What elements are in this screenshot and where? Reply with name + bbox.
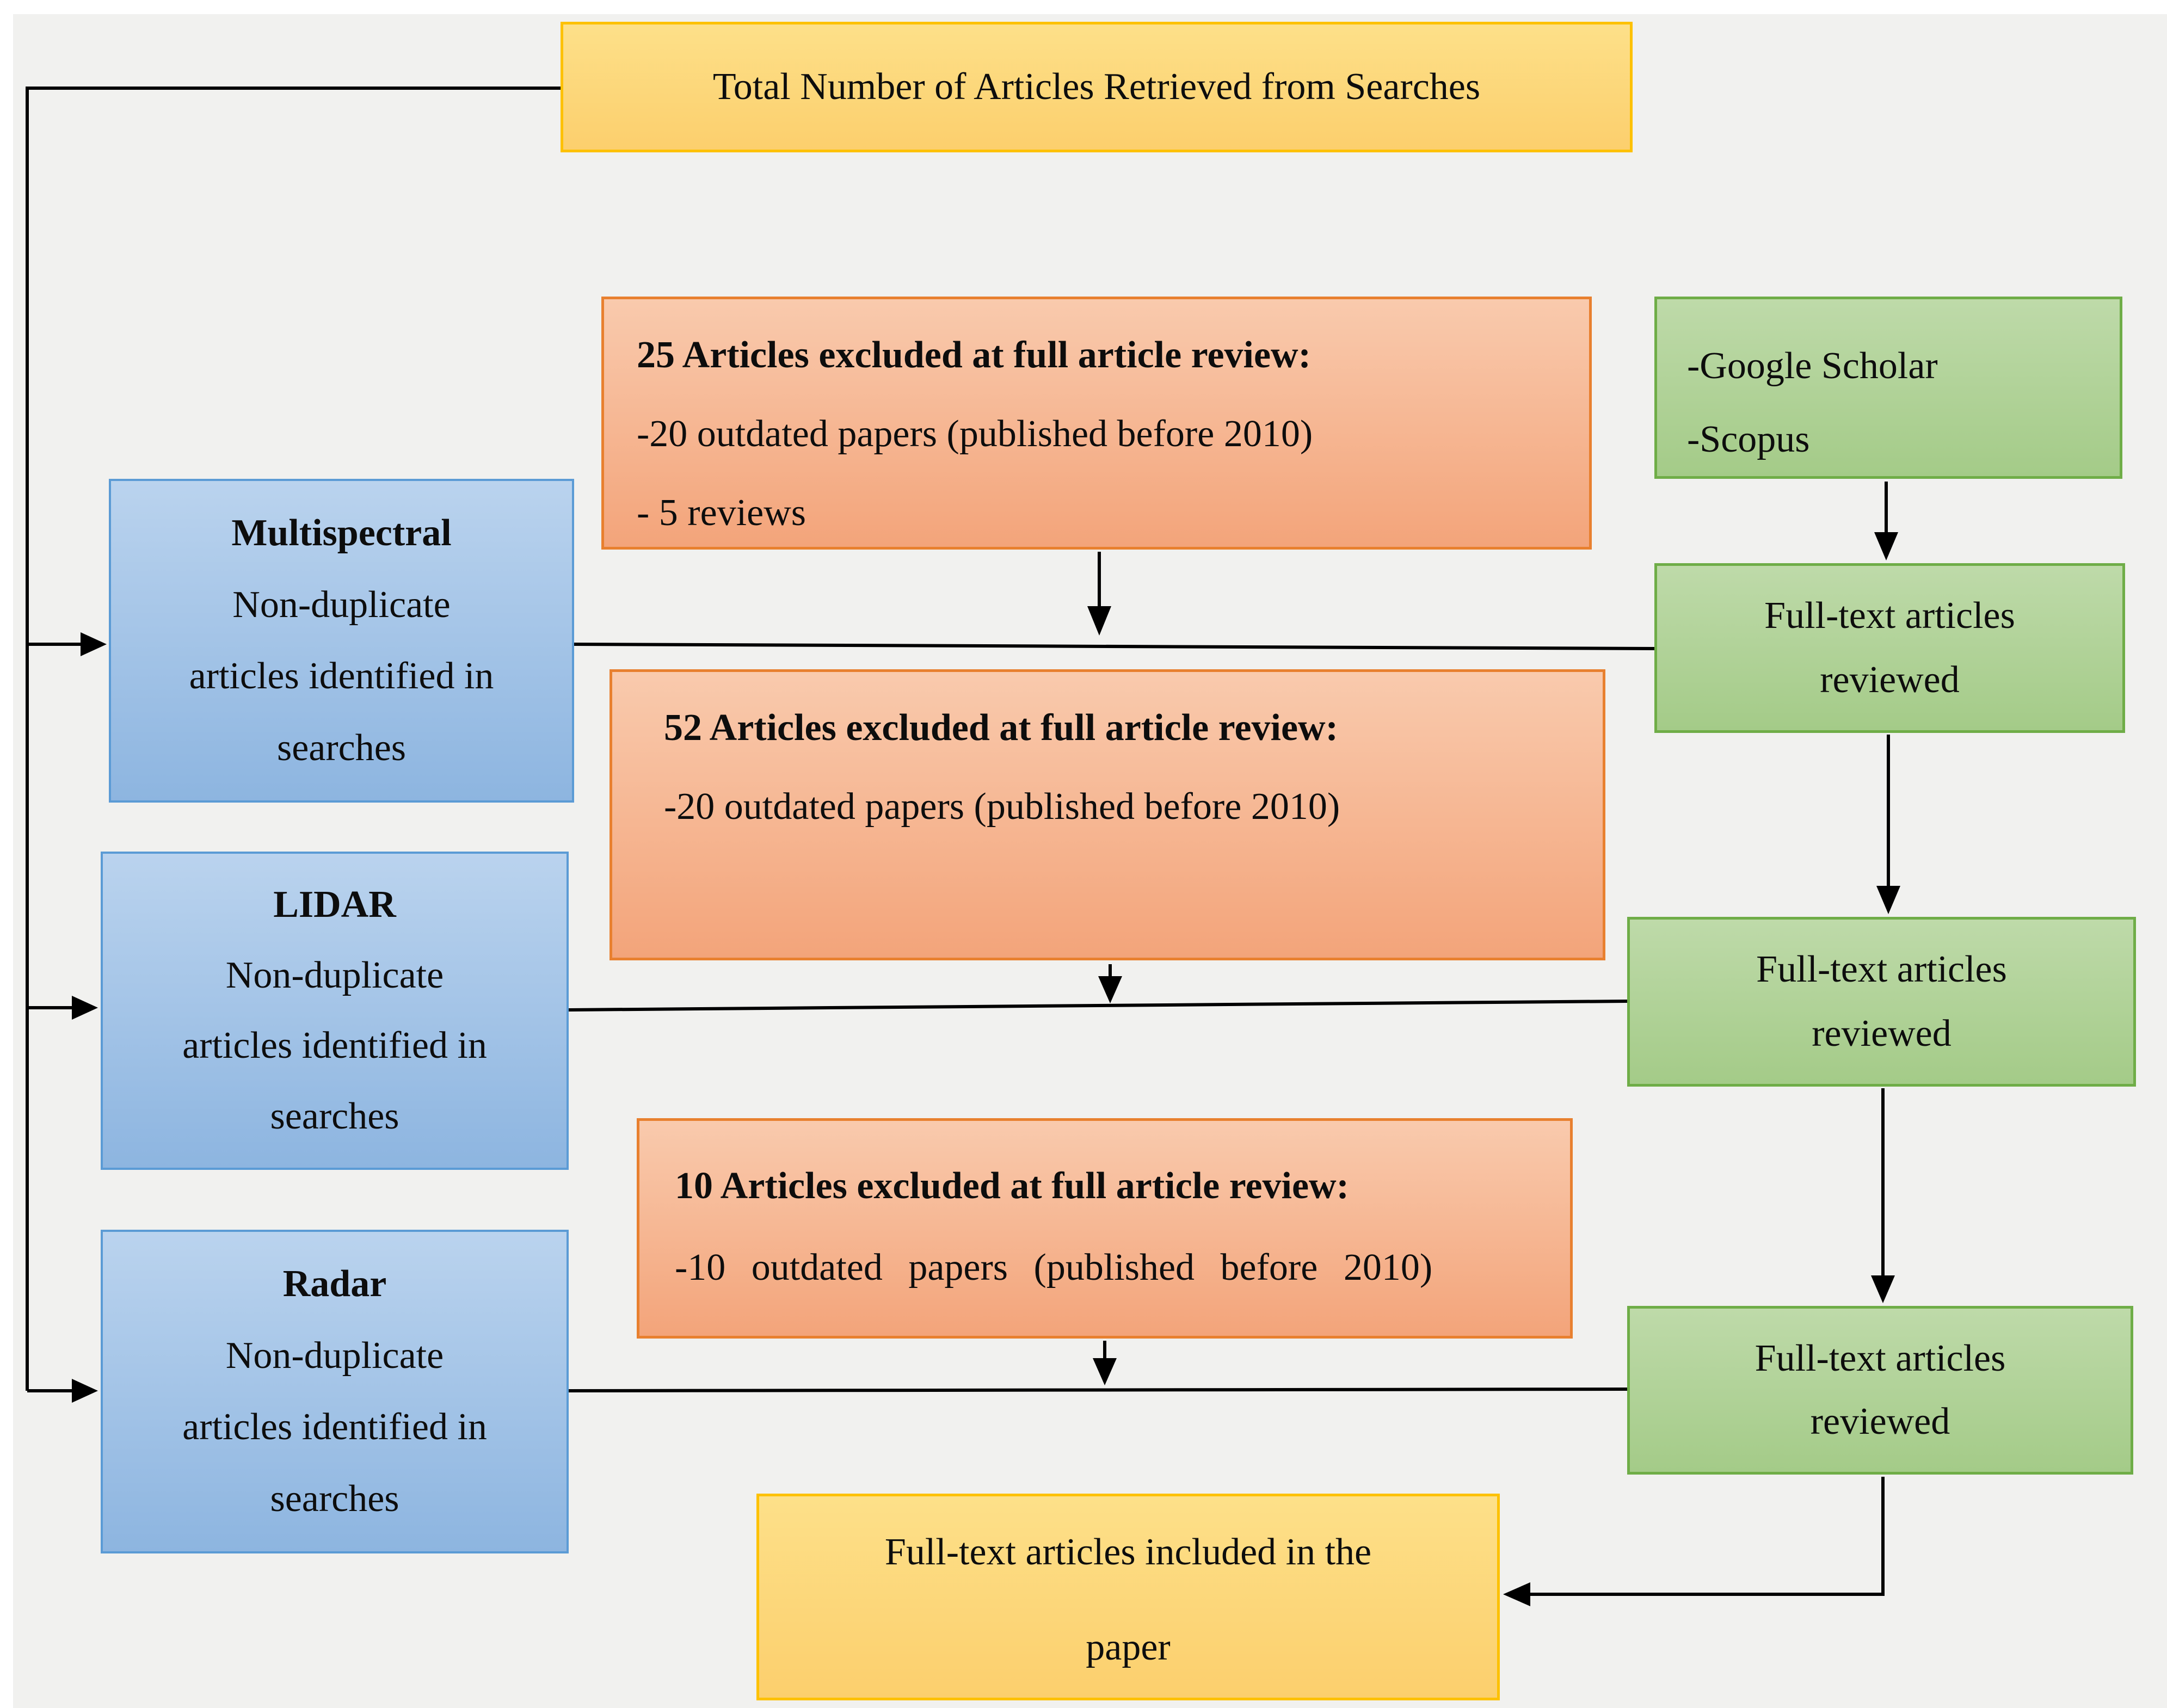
line-multispectral-to-reviewed xyxy=(574,643,1655,650)
exclusion-item: -20 outdated papers (published before 20… xyxy=(637,413,1313,455)
exclusion-arrowhead-3-icon xyxy=(1093,1358,1117,1385)
included-articles-box: Full-text articles included in the paper xyxy=(756,1494,1500,1700)
category-line: articles identified in xyxy=(189,655,494,698)
line-radar-to-reviewed xyxy=(568,1388,1628,1392)
category-box-multispectral: Multispectral Non-duplicate articles ide… xyxy=(109,479,574,803)
sources-arrowhead-icon xyxy=(1874,532,1898,560)
exclusion-box-multispectral: 25 Articles excluded at full article rev… xyxy=(601,297,1592,550)
sources-box: -Google Scholar -Scopus xyxy=(1654,297,2122,479)
exclusion-arrowhead-1-icon xyxy=(1087,606,1111,636)
exclusion-item: -20 outdated papers (published before 20… xyxy=(664,786,1340,828)
line-lidar-to-reviewed xyxy=(568,1000,1628,1012)
exclusion-arrowhead-2-icon xyxy=(1098,976,1122,1003)
total-articles-label: Total Number of Articles Retrieved from … xyxy=(712,66,1481,108)
reviewed-line: reviewed xyxy=(1812,1012,1951,1055)
included-line: Full-text articles included in the xyxy=(884,1531,1372,1573)
included-line: paper xyxy=(1086,1626,1171,1668)
category-line: searches xyxy=(270,1477,399,1520)
exclusion-item: - 5 reviews xyxy=(637,492,807,534)
arrowhead-lidar-icon xyxy=(72,996,98,1020)
reviewed-box-radar: Full-text articles reviewed xyxy=(1627,1306,2133,1475)
arrowhead-radar-icon xyxy=(72,1379,98,1403)
category-title: LIDAR xyxy=(273,884,396,926)
included-arrowhead-icon xyxy=(1503,1582,1530,1606)
category-box-lidar: LIDAR Non-duplicate articles identified … xyxy=(101,852,569,1170)
arrowhead-multispectral-icon xyxy=(81,632,107,656)
category-line: Non-duplicate xyxy=(225,1334,444,1377)
trunk-connector-line xyxy=(26,87,561,1391)
total-articles-box: Total Number of Articles Retrieved from … xyxy=(561,22,1633,152)
reviewed3-to-included-line xyxy=(1529,1477,1885,1596)
category-line: articles identified in xyxy=(182,1025,487,1067)
reviewed-box-multispectral: Full-text articles reviewed xyxy=(1654,563,2125,733)
reviewed3-arrowhead-icon xyxy=(1871,1275,1895,1303)
reviewed-line: reviewed xyxy=(1820,658,1960,701)
category-line: searches xyxy=(270,1095,399,1137)
reviewed-box-lidar: Full-text articles reviewed xyxy=(1627,917,2136,1087)
exclusion-title: 25 Articles excluded at full article rev… xyxy=(637,334,1311,376)
exclusion-box-radar: 10 Articles excluded at full article rev… xyxy=(637,1118,1573,1339)
exclusion-title: 10 Articles excluded at full article rev… xyxy=(675,1165,1349,1207)
category-title: Radar xyxy=(282,1263,387,1305)
reviewed-line: Full-text articles xyxy=(1756,948,2007,991)
category-line: searches xyxy=(276,726,407,769)
reviewed-line: reviewed xyxy=(1810,1401,1950,1443)
reviewed-line: Full-text articles xyxy=(1754,1337,2006,1379)
category-box-radar: Radar Non-duplicate articles identified … xyxy=(101,1230,569,1553)
exclusion-box-lidar: 52 Articles excluded at full article rev… xyxy=(610,669,1605,960)
category-line: articles identified in xyxy=(182,1406,487,1448)
source-google-scholar: -Google Scholar xyxy=(1687,345,1938,387)
exclusion-title: 52 Articles excluded at full article rev… xyxy=(664,707,1338,749)
reviewed2-arrowhead-icon xyxy=(1876,886,1900,914)
category-title: Multispectral xyxy=(231,512,452,554)
source-scopus: -Scopus xyxy=(1687,418,1810,460)
category-line: Non-duplicate xyxy=(232,583,451,626)
category-line: Non-duplicate xyxy=(225,954,444,996)
reviewed-line: Full-text articles xyxy=(1764,595,2015,637)
exclusion-item: -10 outdated papers (published before 20… xyxy=(675,1247,1433,1288)
